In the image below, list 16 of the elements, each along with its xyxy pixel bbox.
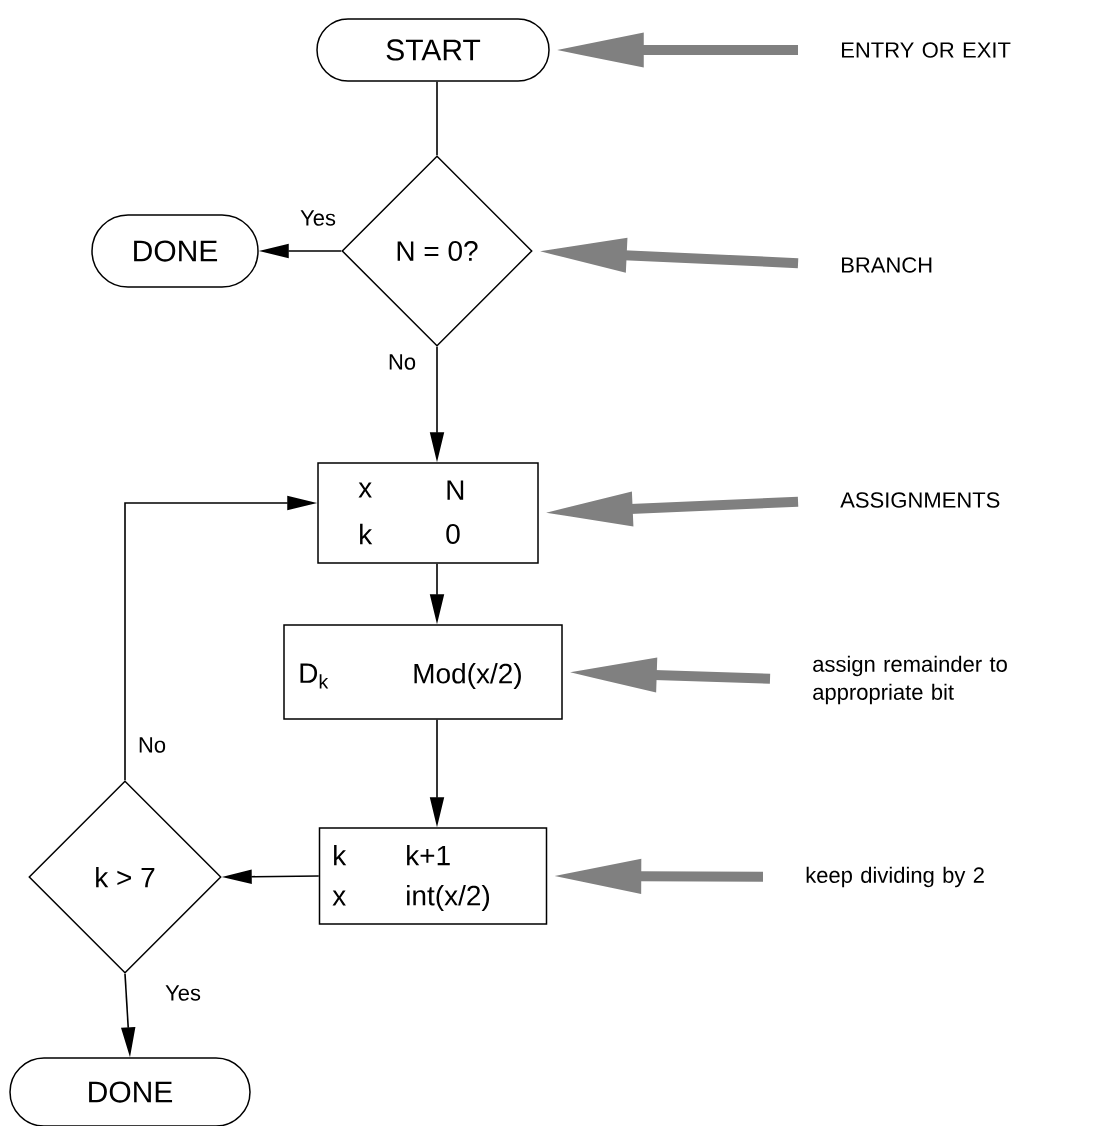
annotation-label: assign remainder to appropriate bit [813,655,1007,705]
edge-label: No [136,736,168,754]
edge-label: No [386,353,418,371]
process-box: D$_{k}$ Mod(x/2) [283,624,563,720]
annotation-label: ENTRY OR EXIT [842,42,1011,58]
edge-label: Yes [299,209,337,227]
terminal-box: DONE [91,214,259,288]
annotation-label: keep dividing by 2 [806,866,984,888]
terminal-box: START [316,18,550,82]
edge-label: Yes [164,984,202,1002]
terminal-box: DONE [9,1057,251,1126]
annotation-label: ASSIGNMENTS [840,492,1000,508]
process-box: k k+1 x int(x/2) [318,827,548,925]
connector-line [436,80,438,157]
annotation-label: BRANCH [842,257,932,273]
process-box: x N k 0 [317,462,539,564]
